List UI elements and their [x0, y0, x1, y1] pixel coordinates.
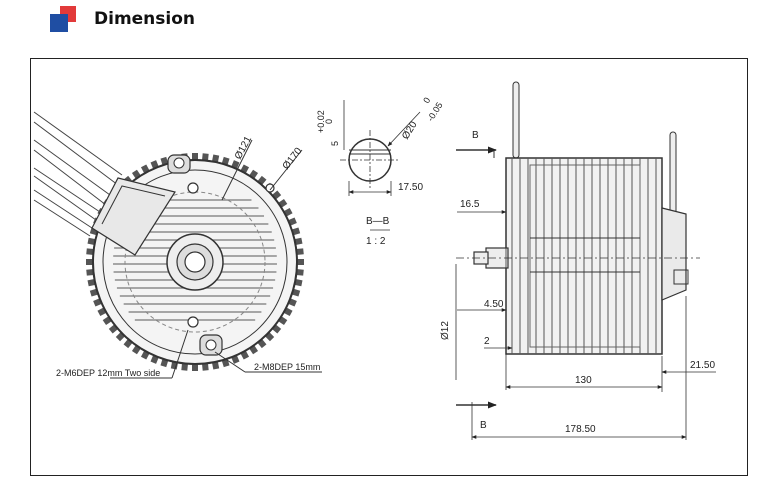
section-title: Dimension: [94, 9, 196, 29]
dim-shaft-width: 17.50: [398, 182, 423, 193]
housing-ring: [102, 169, 288, 355]
dim-21-50: 21.50: [690, 360, 715, 371]
section-header: Dimension: [50, 6, 350, 36]
dim-178-50: 178.50: [565, 424, 596, 435]
section-view-labels: +0.02 0 5 Ø20 0 -0.05 17.50 B—B 1 : 2: [316, 96, 445, 247]
dim-2: 2: [484, 336, 490, 347]
dim-4-50: 4.50: [484, 299, 504, 310]
cable-bundle: [33, 111, 123, 237]
dim-shaft-dia: Ø20: [400, 119, 420, 141]
dim-dia-170: Ø170: [281, 145, 305, 171]
dim-keyway-5: 5: [330, 141, 340, 146]
note-m8-thread: 2-M8DEP 15mm: [254, 362, 320, 372]
section-view: [340, 100, 421, 231]
dim-dia-121: Ø121: [233, 134, 254, 161]
section-scale: 1 : 2: [366, 236, 386, 247]
brand-logo-icon: [50, 6, 76, 32]
cut-label-top: B: [472, 130, 479, 141]
front-view: [33, 111, 322, 379]
section-label: B—B: [366, 216, 390, 227]
dim-16-5: 16.5: [460, 199, 480, 210]
side-view-labels: B B 16.5 4.50 2 Ø12 130 21.50 178.50: [440, 130, 715, 435]
dim-130: 130: [575, 375, 592, 386]
drawing-frame: [30, 58, 748, 476]
cut-label-bottom: B: [480, 420, 487, 431]
shaft-tol-upper: 0: [421, 96, 432, 106]
dim-dia-12: Ø12: [440, 321, 451, 340]
tol-upper: +0.02: [316, 110, 326, 133]
side-view: [455, 81, 716, 440]
note-m6-thread: 2-M6DEP 12mm Two side: [56, 368, 160, 378]
tol-lower: 0: [324, 119, 334, 124]
